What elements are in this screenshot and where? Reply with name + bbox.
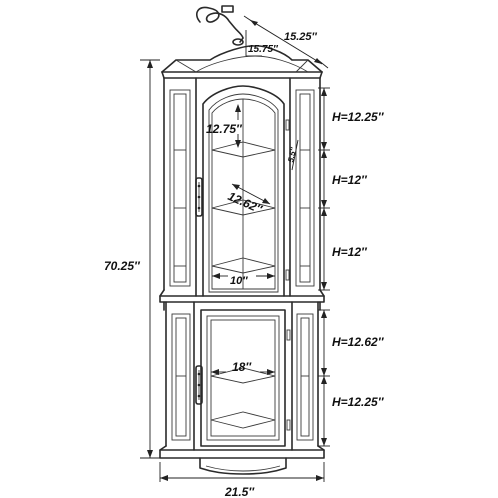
power-cord-icon bbox=[196, 5, 244, 46]
dim-shelf-heights bbox=[318, 87, 330, 447]
door-handle-icon bbox=[195, 177, 203, 217]
dim-inner-height bbox=[235, 104, 241, 148]
dim-shelf-width-top bbox=[212, 273, 275, 279]
label-shelf-gap-3: H=12″ bbox=[332, 245, 368, 259]
label-base-width: 21.5″ bbox=[224, 485, 255, 498]
label-inner-height: 12.75″ bbox=[206, 122, 243, 136]
dim-shelf-width-bottom bbox=[211, 369, 275, 375]
dim-top-depth bbox=[243, 15, 329, 69]
label-shelf-width-bottom: 18″ bbox=[232, 360, 252, 374]
dim-total-height bbox=[140, 59, 160, 459]
label-shelf-gap-5: H=12.25″ bbox=[332, 395, 385, 409]
label-top-depth: 15.25″ bbox=[284, 31, 318, 43]
dim-base-width bbox=[159, 462, 325, 482]
dim-shelf-diagonal bbox=[231, 183, 271, 205]
dim-top-side bbox=[245, 30, 262, 57]
label-total-height: 70.25″ bbox=[104, 259, 141, 273]
label-top-side: 15.75″ bbox=[248, 44, 279, 55]
label-shelf-gap-4: H=12.62″ bbox=[332, 335, 385, 349]
cabinet-body bbox=[159, 45, 325, 475]
dim-side-depth bbox=[291, 139, 299, 171]
label-shelf-gap-2: H=12″ bbox=[332, 173, 368, 187]
label-side-depth: 5.5″ bbox=[286, 146, 298, 164]
label-shelf-width-top: 10″ bbox=[230, 275, 248, 287]
label-shelf-gap-1: H=12.25″ bbox=[332, 110, 385, 124]
lower-door-handle-icon bbox=[195, 365, 203, 405]
